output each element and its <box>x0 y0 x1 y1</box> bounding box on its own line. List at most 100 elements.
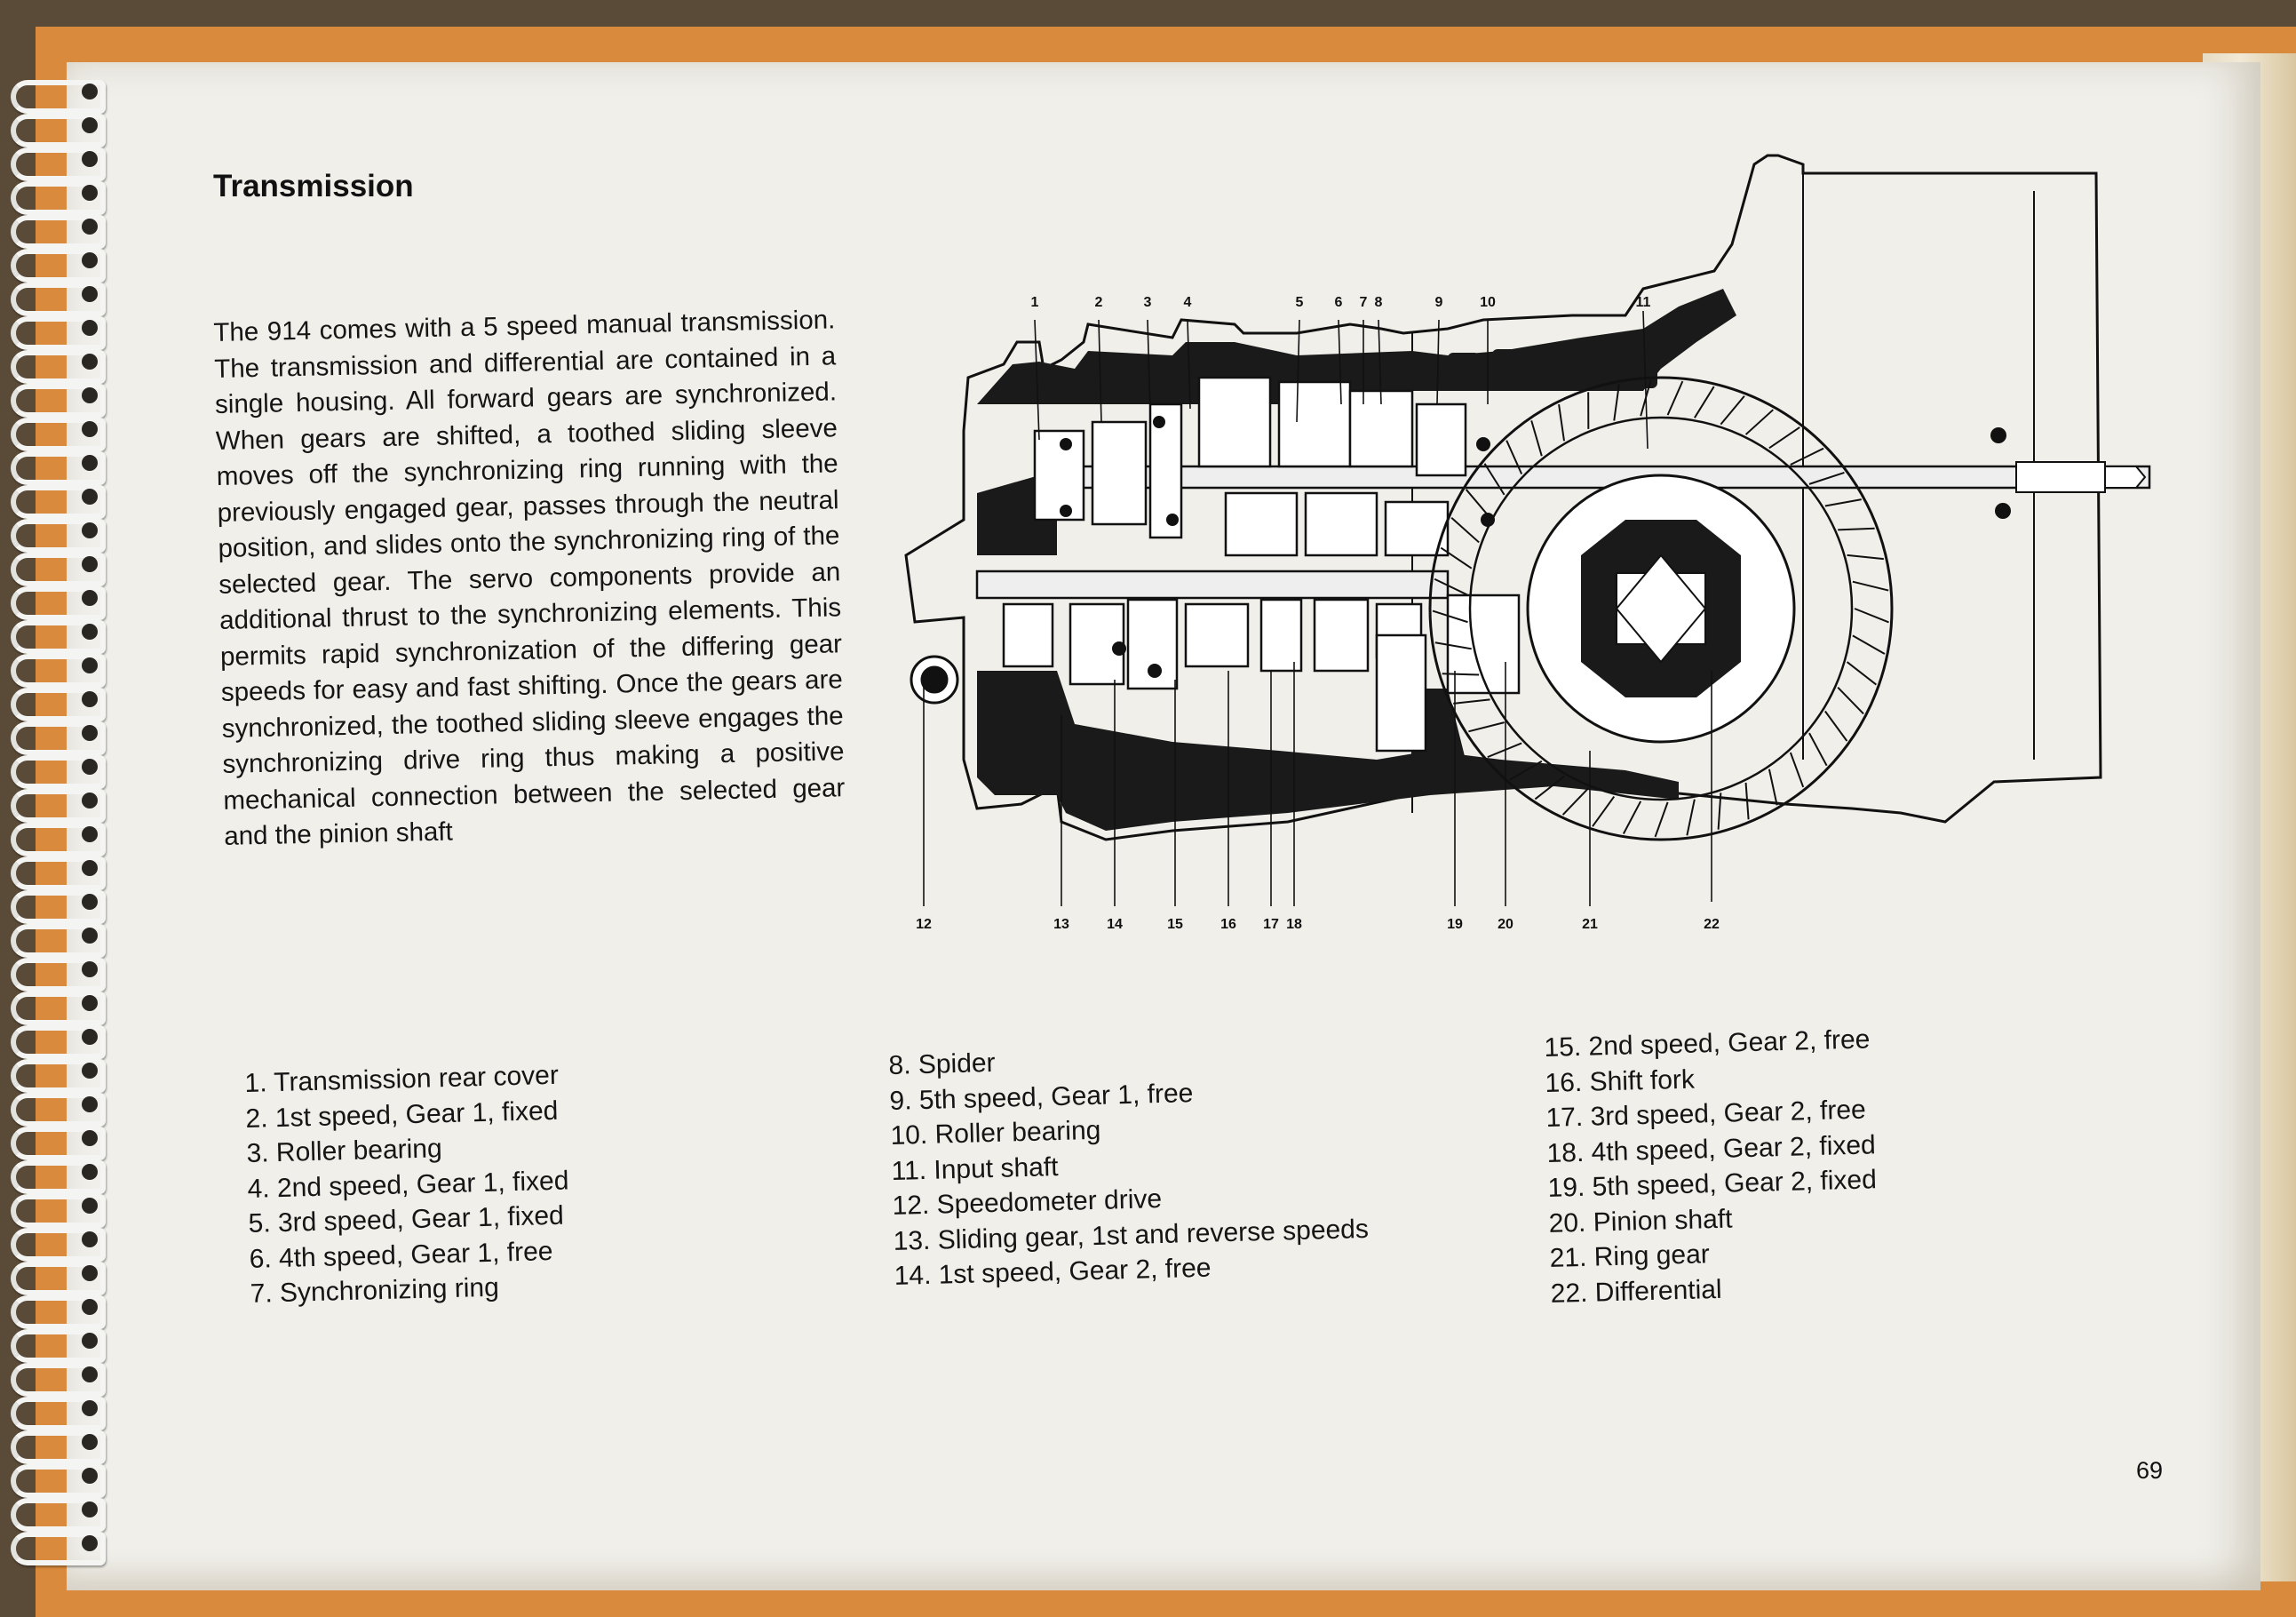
binding-hole <box>82 1434 98 1450</box>
spiral-coil <box>11 350 106 384</box>
spiral-coil <box>11 1025 106 1059</box>
callout-number: 1 <box>1031 295 1039 310</box>
callout-number: 3 <box>1144 295 1152 310</box>
binding-hole <box>82 1096 98 1112</box>
spiral-coil <box>11 249 106 283</box>
callout-number: 21 <box>1582 917 1598 932</box>
spiral-coil <box>11 856 106 890</box>
callout-number: 11 <box>1636 295 1651 310</box>
binding-hole <box>82 759 98 775</box>
binding-hole <box>82 1265 98 1281</box>
binding-hole <box>82 1502 98 1517</box>
binding-hole <box>82 928 98 944</box>
binding-hole <box>82 1130 98 1146</box>
spiral-coil <box>11 283 106 316</box>
binding-hole <box>82 961 98 977</box>
binding-hole <box>82 556 98 572</box>
spiral-coil <box>11 485 106 519</box>
binding-hole <box>82 320 98 336</box>
binding-hole <box>82 826 98 842</box>
spiral-coil <box>11 1093 106 1127</box>
callout-number: 7 <box>1360 295 1368 310</box>
binding-hole <box>82 421 98 437</box>
callout-number: 10 <box>1480 295 1496 310</box>
binding-hole <box>82 387 98 403</box>
binding-hole <box>82 1029 98 1045</box>
page-title: Transmission <box>213 169 414 203</box>
spiral-coil <box>11 721 106 755</box>
binding-hole <box>82 995 98 1011</box>
spiral-coil <box>11 924 106 958</box>
binding-hole <box>82 894 98 910</box>
binding-hole <box>82 1231 98 1247</box>
spiral-coil <box>11 1498 106 1532</box>
callout-number: 18 <box>1286 917 1302 932</box>
spiral-coil <box>11 1532 106 1565</box>
spiral-coil <box>11 1397 106 1430</box>
spiral-coil <box>11 958 106 992</box>
binding-hole <box>82 793 98 808</box>
binding-hole <box>82 691 98 707</box>
binding-hole <box>82 117 98 133</box>
callout-number: 15 <box>1167 917 1183 932</box>
callout-number: 14 <box>1107 917 1123 932</box>
callout-number: 2 <box>1095 295 1103 310</box>
binding-hole <box>82 590 98 606</box>
callout-number: 22 <box>1704 917 1720 932</box>
binding-hole <box>82 354 98 370</box>
spiral-coil <box>11 1363 106 1397</box>
binding-hole <box>82 286 98 302</box>
callout-number: 9 <box>1435 295 1443 310</box>
spiral-coil <box>11 451 106 485</box>
binding-hole <box>82 489 98 505</box>
spiral-coil <box>11 586 106 620</box>
binding-hole <box>82 1535 98 1551</box>
callout-number: 4 <box>1184 295 1192 310</box>
spiral-coil <box>11 114 106 147</box>
spiral-coil <box>11 316 106 350</box>
spiral-binding <box>0 80 115 1573</box>
spiral-coil <box>11 215 106 249</box>
spiral-coil <box>11 519 106 553</box>
spiral-coil <box>11 789 106 823</box>
binding-hole <box>82 1164 98 1180</box>
spiral-coil <box>11 1262 106 1295</box>
binding-hole <box>82 1366 98 1382</box>
binding-hole <box>82 151 98 167</box>
spiral-coil <box>11 890 106 924</box>
spiral-coil <box>11 823 106 856</box>
transmission-description: The 914 comes with a 5 speed manual tran… <box>213 305 846 851</box>
callout-number: 16 <box>1220 917 1236 932</box>
spiral-coil <box>11 992 106 1025</box>
callout-number: 5 <box>1296 295 1304 310</box>
binding-hole <box>82 252 98 268</box>
binding-hole <box>82 1063 98 1079</box>
binding-hole <box>82 1468 98 1484</box>
binding-hole <box>82 1333 98 1349</box>
spiral-coil <box>11 1464 106 1498</box>
binding-hole <box>82 1198 98 1214</box>
page-number: 69 <box>2136 1457 2164 1484</box>
binding-hole <box>82 185 98 201</box>
binding-hole <box>82 1400 98 1416</box>
spiral-coil <box>11 654 106 688</box>
spiral-coil <box>11 620 106 654</box>
callout-number: 6 <box>1335 295 1343 310</box>
binding-hole <box>82 219 98 235</box>
binding-hole <box>82 1299 98 1315</box>
spiral-coil <box>11 1160 106 1194</box>
manual-page <box>67 62 2260 1590</box>
binding-hole <box>82 860 98 876</box>
binding-hole <box>82 522 98 538</box>
callout-number: 8 <box>1375 295 1383 310</box>
callout-number: 12 <box>916 917 932 932</box>
callout-number: 19 <box>1447 917 1463 932</box>
spiral-coil <box>11 1430 106 1464</box>
